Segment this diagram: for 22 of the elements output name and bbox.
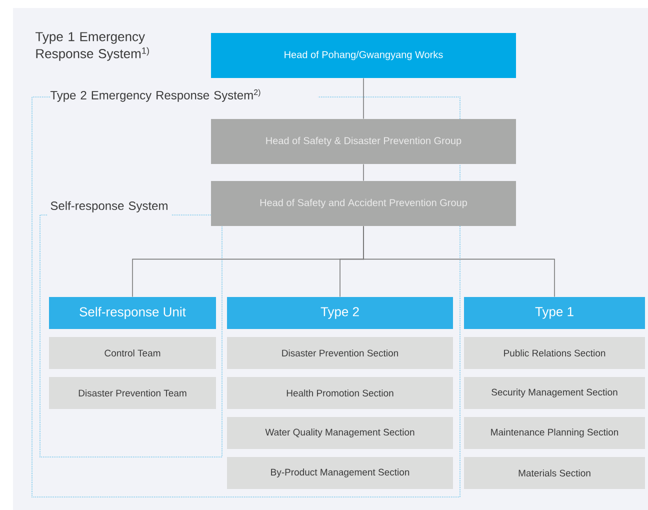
section-box: Disaster Prevention Team	[49, 376, 216, 409]
column-header: Type 1	[464, 296, 645, 329]
section-box: By-Product Management Section	[227, 456, 453, 489]
group-box: Head of Safety and Accident Prevention Group	[211, 181, 516, 226]
system-label: Type 1 Emergency Response System$^{1)}$	[36, 32, 149, 61]
section-box: Maintenance Planning Section	[464, 416, 645, 449]
section-box: Health Promotion Section	[227, 376, 453, 409]
column-header: Type 2	[227, 296, 453, 329]
section-box: Materials Section	[464, 456, 645, 489]
section-box: Security Management Section	[464, 376, 645, 409]
leader-box: Head of Pohang/Gwangyang Works	[211, 33, 516, 78]
section-box: Public Relations Section	[464, 336, 645, 369]
connector-line	[363, 226, 555, 298]
system-label: Self-response System	[50, 201, 168, 212]
section-box: Water Quality Management Section	[227, 416, 453, 449]
connector-line	[363, 164, 364, 182]
section-box: Control Team	[49, 336, 216, 369]
column-header: Self-response Unit	[49, 296, 216, 329]
group-box: Head of Safety & Disaster Prevention Group	[211, 119, 516, 164]
system-label: Type 2 Emergency Response System$^{2)}$	[50, 89, 260, 102]
section-box: Disaster Prevention Section	[227, 336, 453, 369]
connector-line	[363, 78, 364, 120]
